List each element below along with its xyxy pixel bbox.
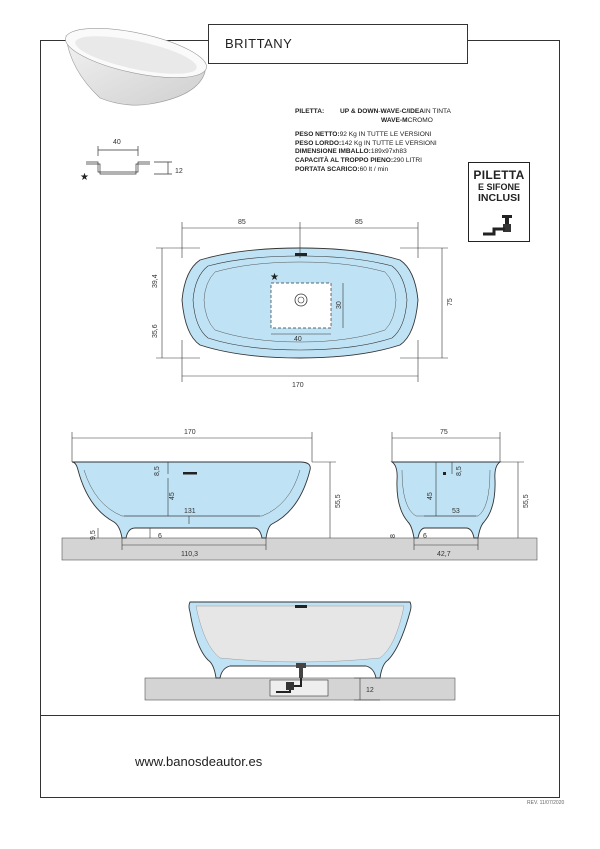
- detail-height-label: 12: [175, 168, 183, 175]
- spec-peso-netto-row: PESO NETTO: 92 Kg IN TUTTE LE VERSIONI: [295, 131, 451, 140]
- front-overflow-label: 8,5: [154, 466, 161, 476]
- footer-divider: [40, 715, 560, 716]
- front-foot-height-label: 9,5: [90, 530, 97, 540]
- spec-piletta-model2: WAVE-M: [381, 116, 408, 124]
- side-overflow-label: 8,5: [456, 466, 463, 476]
- drain-box-height-label: 30: [336, 301, 343, 309]
- top-length-label: 170: [292, 382, 304, 389]
- spec-capacita-value: 290 LITRI: [393, 156, 423, 164]
- badge-line2: E SIFONE: [477, 182, 520, 192]
- front-feet-span-label: 110,3: [181, 551, 198, 558]
- spec-piletta-sep: -: [378, 108, 381, 115]
- spec-imballo-label: DIMENSIONE IMBALLO:: [295, 148, 371, 156]
- spec-peso-netto-value: 92 Kg IN TUTTE LE VERSIONI: [339, 131, 432, 139]
- top-upper-offset-label: 39,4: [152, 274, 159, 288]
- top-left-half-label: 85: [238, 219, 246, 226]
- spec-piletta-type: UP & DOWN: [340, 108, 379, 115]
- spec-imballo-value: 189x97xh83: [370, 148, 407, 156]
- front-view: [71, 461, 311, 539]
- side-feet-span-label: 42,7: [437, 551, 451, 558]
- product-thumbnail: [65, 28, 207, 106]
- top-right-half-label: 85: [355, 219, 363, 226]
- spec-peso-lordo-row: PESO LORDO: 142 Kg IN TUTTE LE VERSIONI: [295, 140, 451, 149]
- spec-peso-netto-label: PESO NETTO:: [295, 131, 340, 139]
- front-foot-gap-label: 6: [158, 533, 162, 540]
- side-view: [390, 461, 502, 539]
- drain-included-badge: PILETTA E SIFONE INCLUSI: [468, 162, 530, 242]
- front-view-dimensions: [71, 432, 336, 550]
- side-inner-width-label: 53: [452, 508, 460, 515]
- side-depth-label: 45: [427, 492, 434, 500]
- spec-imballo-row: DIMENSIONE IMBALLO: 189x97xh83: [295, 148, 451, 157]
- section-clearance-label: 12: [366, 687, 374, 694]
- side-foot-gap-label: 6: [423, 533, 427, 540]
- spec-peso-lordo-value: 142 Kg IN TUTTE LE VERSIONI: [341, 139, 437, 147]
- front-height-label: 55,5: [335, 494, 342, 508]
- side-foot-height-label: 8: [390, 534, 397, 538]
- spec-capacita-row: CAPACITÀ AL TROPPO PIENO: 290 LITRI: [295, 157, 451, 166]
- spec-piletta-models: WAVE-C/IDEA: [380, 108, 425, 115]
- product-title-box: BRITTANY: [208, 24, 468, 64]
- section-dimensions: [354, 677, 380, 701]
- star-marker: ★: [80, 172, 89, 183]
- badge-line1: PILETTA: [473, 168, 525, 182]
- side-view-dimensions: [391, 432, 524, 550]
- front-length-label: 170: [184, 429, 196, 436]
- spec-portata-value: 60 lt / min: [359, 165, 389, 173]
- section-view: [188, 601, 412, 697]
- spec-capacita-label: CAPACITÀ AL TROPPO PIENO:: [295, 156, 394, 164]
- top-view: [181, 247, 419, 359]
- spec-piletta-label: PILETTA:: [295, 108, 325, 115]
- front-depth-label: 45: [169, 492, 176, 500]
- overflow-detail: [86, 146, 172, 175]
- drain-siphon-icon: [483, 215, 512, 236]
- spec-portata-row: PORTATA SCARICO: 60 lt / min: [295, 166, 451, 175]
- top-star-marker: ★: [270, 272, 279, 283]
- spec-piletta-row: PILETTA: UP & DOWN - WAVE-C/IDEA IN TINT…: [295, 108, 451, 117]
- side-width-label: 75: [440, 429, 448, 436]
- product-title: BRITTANY: [225, 36, 293, 51]
- spec-piletta-finish: IN TINTA: [424, 108, 451, 115]
- website-link[interactable]: www.banosdeautor.es: [135, 754, 263, 769]
- detail-width-label: 40: [113, 139, 121, 146]
- floor-plinth: [61, 537, 538, 561]
- top-lower-offset-label: 35,6: [152, 324, 159, 338]
- spec-piletta-finish2: CROMO: [407, 116, 433, 124]
- top-view-dimensions: [156, 222, 448, 382]
- spec-peso-lordo-label: PESO LORDO:: [295, 139, 342, 147]
- badge-line3: INCLUSI: [478, 192, 520, 204]
- top-width-label: 75: [447, 298, 454, 306]
- front-inner-length-label: 131: [184, 508, 196, 515]
- drain-box-width-label: 40: [294, 336, 302, 343]
- revision-reference: REV. 11/07/2020: [527, 800, 565, 806]
- specifications: PILETTA: UP & DOWN - WAVE-C/IDEA IN TINT…: [295, 108, 451, 174]
- spec-piletta-row2: WAVE-M CROMO: [295, 117, 451, 126]
- side-height-label: 55,5: [523, 494, 530, 508]
- spec-portata-label: PORTATA SCARICO:: [295, 165, 360, 173]
